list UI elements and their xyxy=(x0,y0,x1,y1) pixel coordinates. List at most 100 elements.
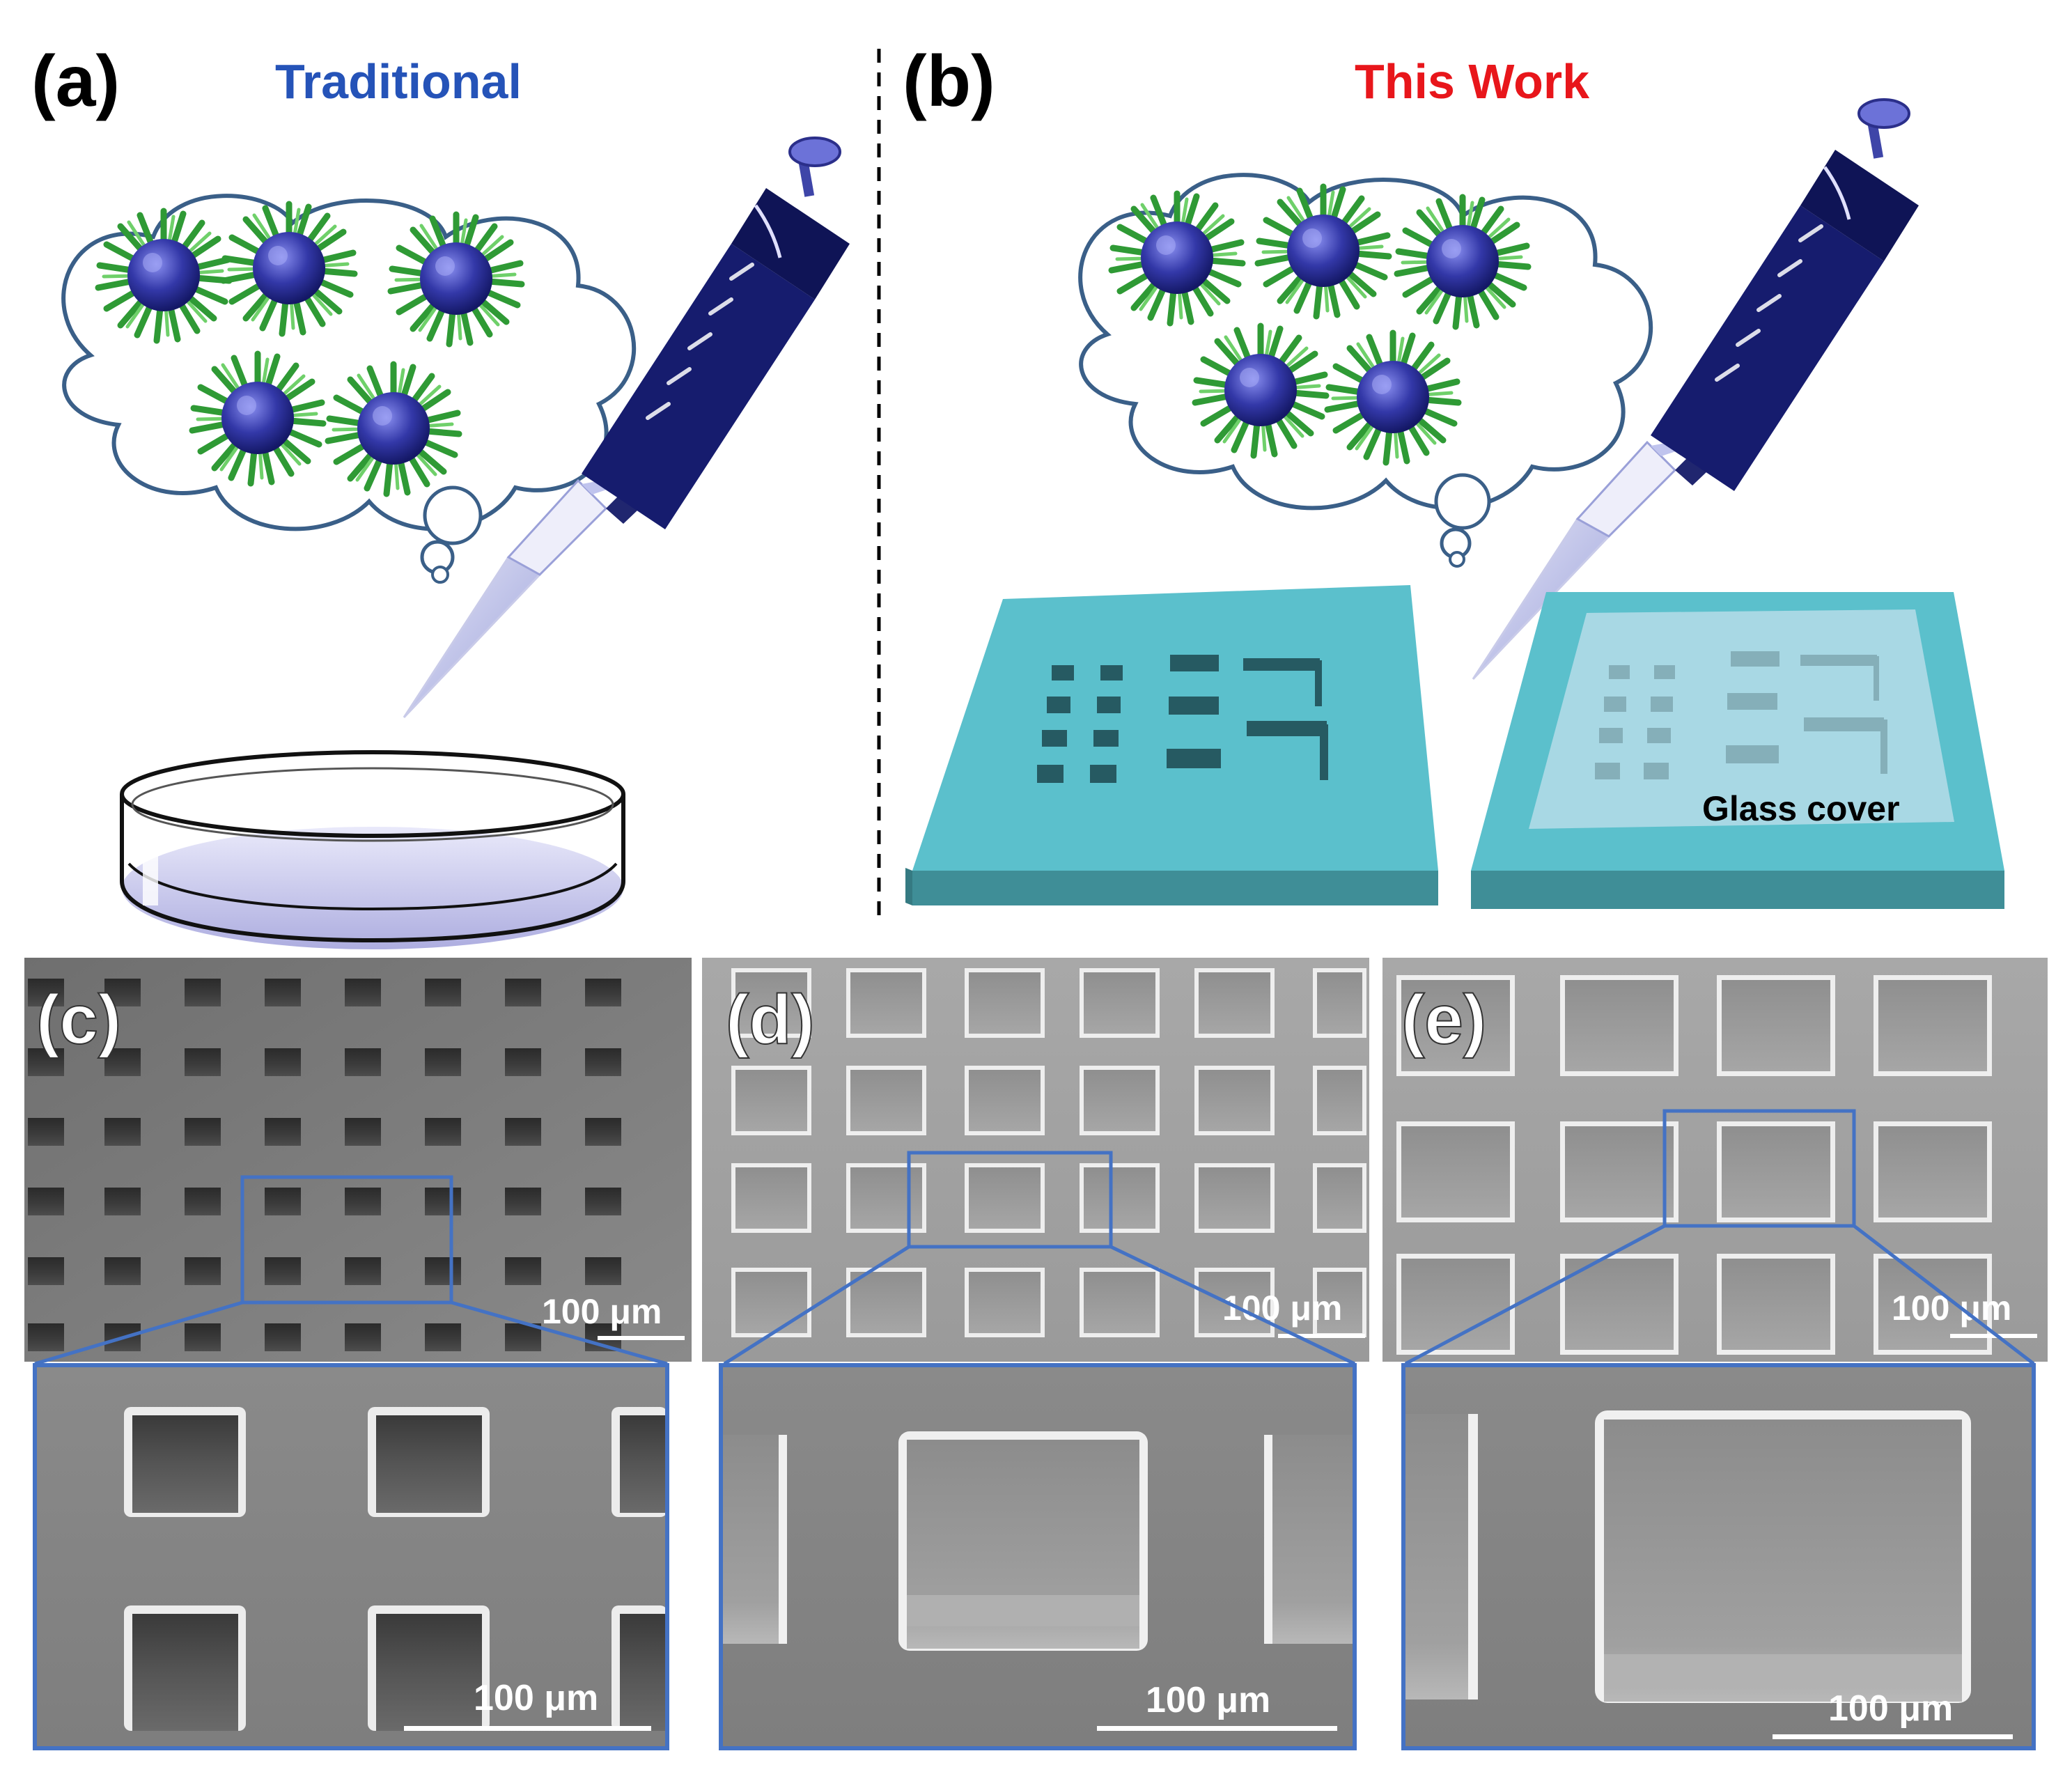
microwell xyxy=(104,1048,141,1076)
microwell xyxy=(505,1048,541,1076)
microwell xyxy=(185,1323,221,1351)
panel-b-thought-cloud xyxy=(1080,175,1651,568)
panel-e-zoom-scale-label: 100 μm xyxy=(1828,1688,1953,1729)
panel-d-zoom-inset: 100 μm xyxy=(719,1363,1357,1750)
microwell xyxy=(505,1257,541,1285)
microwell xyxy=(1565,1259,1674,1350)
microwell-chip xyxy=(905,585,1438,905)
panel-c-zoom-line-right xyxy=(451,1300,668,1366)
microwell xyxy=(505,1188,541,1215)
microwell xyxy=(1878,980,1987,1071)
microwell xyxy=(969,1272,1041,1333)
microwell xyxy=(345,1323,381,1351)
microwell xyxy=(1722,1126,1830,1218)
panel-c-zoom-scale-label: 100 μm xyxy=(474,1678,598,1718)
microwell xyxy=(425,1118,461,1146)
panel-c-scale-bar xyxy=(598,1336,685,1340)
microwell xyxy=(1317,1272,1362,1333)
microwell xyxy=(735,972,807,1034)
glass-cover-label: Glass cover xyxy=(1702,789,1900,828)
panel-d-zoom-scale-bar xyxy=(1097,1726,1337,1731)
microwell xyxy=(28,1118,64,1146)
microwell xyxy=(345,1257,381,1285)
microwell xyxy=(1565,980,1674,1071)
microwell xyxy=(735,1272,807,1333)
petri-dish xyxy=(120,750,625,949)
microwell xyxy=(345,1048,381,1076)
microwell xyxy=(265,1048,301,1076)
microwell xyxy=(735,1167,807,1229)
panel-d-letter: (d) xyxy=(726,981,815,1059)
microwell xyxy=(1199,1167,1270,1229)
microwell xyxy=(1722,980,1830,1071)
microwell xyxy=(969,1167,1041,1229)
microwell xyxy=(425,1257,461,1285)
zoom-c-wells xyxy=(124,1407,667,1731)
panel-a-title: Traditional xyxy=(275,54,522,109)
panel-c-zoom-inset: 100 μm xyxy=(33,1363,669,1750)
microwell xyxy=(1401,980,1510,1071)
microwell xyxy=(585,979,621,1006)
microwell xyxy=(1401,1259,1510,1350)
microwell xyxy=(1199,972,1270,1034)
microwell xyxy=(1317,1070,1362,1131)
microwell xyxy=(850,1272,922,1333)
microwell xyxy=(185,1048,221,1076)
panel-b-letter: (b) xyxy=(903,41,995,122)
panel-e-zoom-inset: 100 μm xyxy=(1401,1363,2036,1750)
sem-panel-d: (d) 100 μm xyxy=(702,958,1369,1362)
microwell xyxy=(104,979,141,1006)
panel-d-zoom-line-right xyxy=(1109,1245,1356,1366)
microwell xyxy=(265,1257,301,1285)
sem-panel-c: (c) 100 μm xyxy=(24,958,692,1362)
microwell xyxy=(850,972,922,1034)
microwell xyxy=(265,1118,301,1146)
microwell xyxy=(265,1323,301,1351)
panel-c-letter: (c) xyxy=(36,981,121,1059)
microwell xyxy=(1084,1070,1155,1131)
microwell xyxy=(1401,1126,1510,1218)
microwell xyxy=(1199,1272,1270,1333)
microwell xyxy=(265,1188,301,1215)
microwell xyxy=(425,1323,461,1351)
microwell xyxy=(850,1070,922,1131)
microwell xyxy=(185,979,221,1006)
microwell xyxy=(505,979,541,1006)
microwell xyxy=(1565,1126,1674,1218)
panel-c-zoom-line-left xyxy=(34,1300,243,1366)
panel-e-zoom-scale-bar xyxy=(1773,1734,2013,1739)
microwell xyxy=(345,1188,381,1215)
microwell xyxy=(104,1257,141,1285)
microwell xyxy=(1878,1126,1987,1218)
panel-e-scale-label: 100 μm xyxy=(1892,1289,2011,1328)
microwell xyxy=(28,1188,64,1215)
microwell xyxy=(585,1048,621,1076)
microwell xyxy=(505,1118,541,1146)
microwell xyxy=(585,1257,621,1285)
panel-b-title: This Work xyxy=(1355,54,1589,109)
microwell xyxy=(104,1118,141,1146)
panel-e-scale-bar xyxy=(1950,1334,2037,1338)
panel-d-zoom-box xyxy=(907,1151,1113,1249)
microwell xyxy=(425,1188,461,1215)
microwell xyxy=(265,979,301,1006)
microwell xyxy=(1084,972,1155,1034)
panel-e-zoom-box xyxy=(1662,1109,1856,1228)
panel-c-zoom-scale-bar xyxy=(404,1726,651,1731)
microwell xyxy=(425,1048,461,1076)
panel-e-zoom-line-left xyxy=(1404,1224,1666,1366)
microwell xyxy=(585,1188,621,1215)
microwell xyxy=(1084,1167,1155,1229)
microwell xyxy=(735,1070,807,1131)
covered-chip: Glass cover xyxy=(1471,592,2004,909)
microwell xyxy=(969,972,1041,1034)
microwell xyxy=(28,1257,64,1285)
microwell xyxy=(345,1118,381,1146)
microwell xyxy=(345,979,381,1006)
microwell xyxy=(969,1070,1041,1131)
panel-d-zoom-scale-label: 100 μm xyxy=(1146,1680,1270,1720)
panel-a-letter: (a) xyxy=(31,41,120,122)
panel-d-scale-bar xyxy=(1278,1334,1365,1338)
microwell xyxy=(28,1323,64,1351)
